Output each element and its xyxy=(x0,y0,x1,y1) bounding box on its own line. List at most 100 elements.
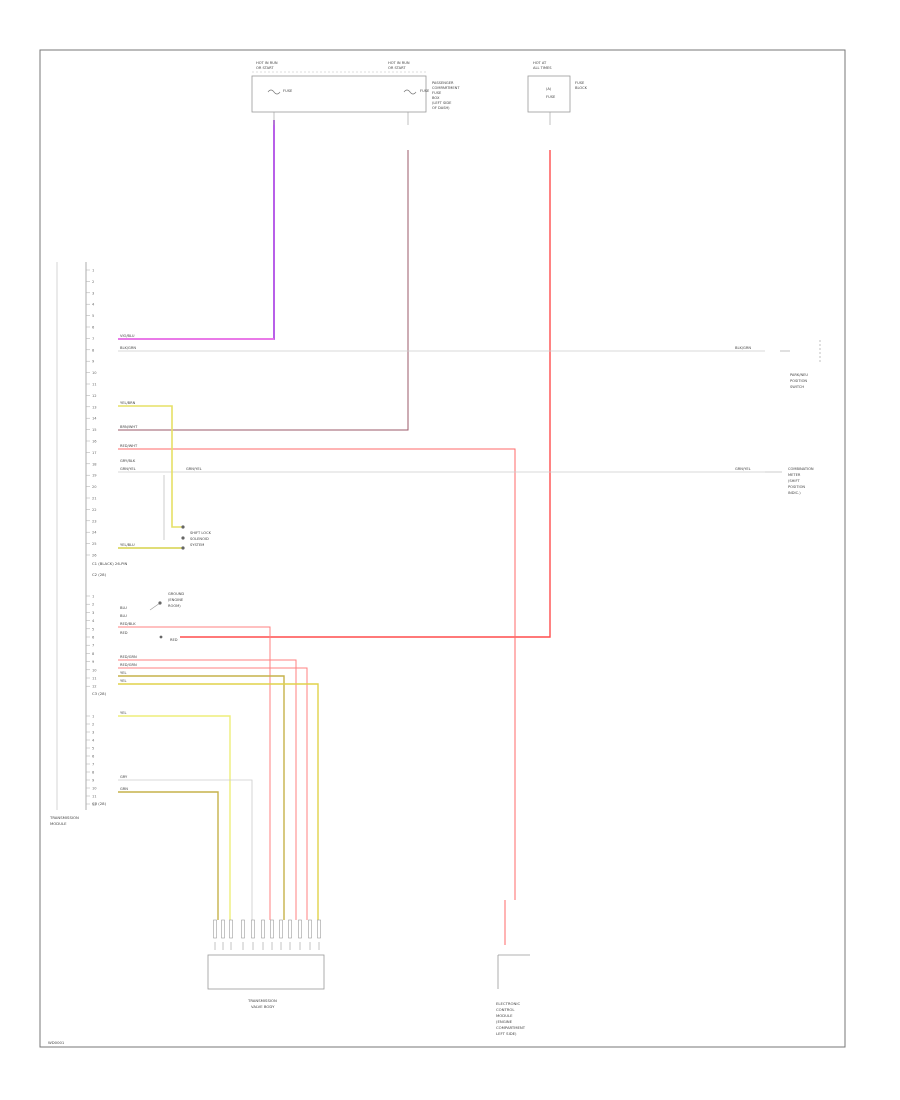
fuse-a-title: HOT IN RUN xyxy=(256,61,278,65)
connector-end-caption: C3 (28) xyxy=(92,801,107,806)
neutral-label-3: SWITCH xyxy=(790,385,804,389)
sensor-label-3: MODULE xyxy=(496,1013,513,1018)
fuse-box-engine: HOT AT ALL TIMES (A) FUSE FUSE BLOCK xyxy=(527,61,588,113)
pin-number: 5 xyxy=(92,747,94,751)
pin-number: 2 xyxy=(92,280,94,284)
sensor-label-1: ELECTRONIC xyxy=(496,1001,520,1006)
instr-label-1: COMBINATION xyxy=(788,467,814,471)
pin-number: 18 xyxy=(92,462,97,466)
wire-label-ylblk: YEL/BRN xyxy=(120,401,136,405)
diagram-border xyxy=(39,49,846,1048)
ground-point: GROUND (ENGINE ROOM) xyxy=(149,592,184,639)
valve-pin xyxy=(317,919,321,939)
wire-label-bg-right: BLK/GRN xyxy=(735,346,751,350)
pin-number: 1 xyxy=(92,595,94,599)
wire-c2-red-3 xyxy=(118,667,308,920)
wire-label-rdgn: RED/GRN xyxy=(120,655,137,659)
pin-number: 4 xyxy=(92,303,95,307)
fuse-c-name2: FUSE xyxy=(546,95,556,99)
wire-label-rd: RED xyxy=(120,631,128,635)
valve-pin xyxy=(229,919,233,939)
pin-number: 2 xyxy=(92,603,94,607)
wire-c3-gray xyxy=(118,779,253,920)
other-label-1: SHIFT LOCK xyxy=(190,531,212,535)
pin-number: 1 xyxy=(92,715,94,719)
pin-number: 23 xyxy=(92,519,97,523)
fuse-a-title2: OR START xyxy=(256,66,274,70)
pin-number: 8 xyxy=(92,771,95,775)
pin-number: 5 xyxy=(92,314,94,318)
fuse-c-side2: BLOCK xyxy=(575,86,588,90)
wire-brown xyxy=(118,150,409,431)
fuse-b-name: FUSE xyxy=(420,89,430,93)
pin-number: 5 xyxy=(92,627,94,631)
wire-c2-olive-1 xyxy=(118,675,285,920)
pin-number: 19 xyxy=(92,474,97,478)
valve-pin xyxy=(288,919,292,939)
pin-number: 12 xyxy=(92,803,97,807)
pin-number: 10 xyxy=(92,668,97,672)
shift-lock-splice: SHIFT LOCK SOLENOID SYSTEM xyxy=(181,525,212,550)
footer-code: WD0001 xyxy=(48,1040,65,1045)
pin-number: 12 xyxy=(92,394,97,398)
pin-number: 10 xyxy=(92,371,97,375)
passenger-block-6: OF DASH) xyxy=(432,106,450,110)
pin-number: 7 xyxy=(92,644,94,648)
valve-pin xyxy=(241,919,245,939)
ground-label-2: (ENGINE xyxy=(168,598,184,602)
fuse-c-title: HOT AT xyxy=(533,61,547,65)
tcm-connector-column: 1234567891011121314151617181920212223242… xyxy=(49,262,128,826)
pin-number: 21 xyxy=(92,497,97,501)
pin-number: 3 xyxy=(92,731,94,735)
fuse-box-passenger: HOT IN RUN OR START HOT IN RUN OR START … xyxy=(251,61,460,113)
wire-c2-red-2 xyxy=(118,659,297,920)
wire-label-rd-2: RED xyxy=(170,638,178,642)
ecm-connector: ELECTRONIC CONTROL MODULE (ENGINE COMPAR… xyxy=(496,900,530,1036)
sensor-label-2: CONTROL xyxy=(496,1007,515,1012)
pin-number: 22 xyxy=(92,508,97,512)
pin-number: 25 xyxy=(92,542,97,546)
valve-pin xyxy=(308,919,312,939)
pin-number: 8 xyxy=(92,652,95,656)
wire-label-gy: GRY xyxy=(120,775,128,779)
wire-c3-olive xyxy=(118,791,219,920)
sensor-label-6: LEFT SIDE) xyxy=(496,1031,517,1036)
valve-pin xyxy=(279,919,283,939)
passenger-block-5: (LEFT SIDE xyxy=(432,101,452,105)
wire-label-rdgn-2: RED/GRN xyxy=(120,663,137,667)
wire-label-redwht: RED/WHT xyxy=(120,444,138,448)
valve-pin xyxy=(221,919,225,939)
wire-label-viol: VIO/BLU xyxy=(120,334,135,338)
valve-body-connector: TRANSMISSION VALVE BODY xyxy=(207,919,325,1009)
valve-pin xyxy=(298,919,302,939)
wire-violet xyxy=(118,120,275,340)
connector-mid-caption: C2 (28) xyxy=(92,572,107,577)
tcm-label-1: TRANSMISSION xyxy=(49,815,79,820)
wire-label-grnyl-right: GRN/YEL xyxy=(735,467,751,471)
valve-pin xyxy=(213,919,217,939)
passenger-block-2: COMPARTMENT xyxy=(432,86,460,90)
pin-number: 3 xyxy=(92,291,94,295)
pin-number: 10 xyxy=(92,787,97,791)
pin-number: 1 xyxy=(92,269,94,273)
valve-label-2: VALVE BODY xyxy=(251,1004,275,1009)
pin-number: 9 xyxy=(92,360,95,364)
park-neutral-switch: PARK/NEU POSITION SWITCH xyxy=(780,340,821,389)
pin-number: 9 xyxy=(92,779,95,783)
tcm-label-2: MODULE xyxy=(50,821,67,826)
fuse-c-title2: ALL TIMES xyxy=(533,66,552,70)
wire-label-grnyl: GRN/YEL xyxy=(120,467,136,471)
pin-number: 6 xyxy=(92,326,95,330)
pin-number: 8 xyxy=(92,348,95,352)
fuse-b-title: HOT IN RUN xyxy=(388,61,410,65)
other-label-2: SOLENOID xyxy=(190,537,209,541)
pin-number: 14 xyxy=(92,417,97,421)
wire-label-bl-2: BLU xyxy=(120,614,127,618)
connector-top-caption: C1 (BLACK) 26-PIN xyxy=(92,561,128,566)
wire-yellow-loop xyxy=(118,405,183,528)
pin-number: 4 xyxy=(92,739,95,743)
pin-number: 3 xyxy=(92,611,94,615)
pin-number: 4 xyxy=(92,619,95,623)
sensor-label-5: COMPARTMENT xyxy=(496,1025,526,1030)
pin-number: 16 xyxy=(92,440,97,444)
